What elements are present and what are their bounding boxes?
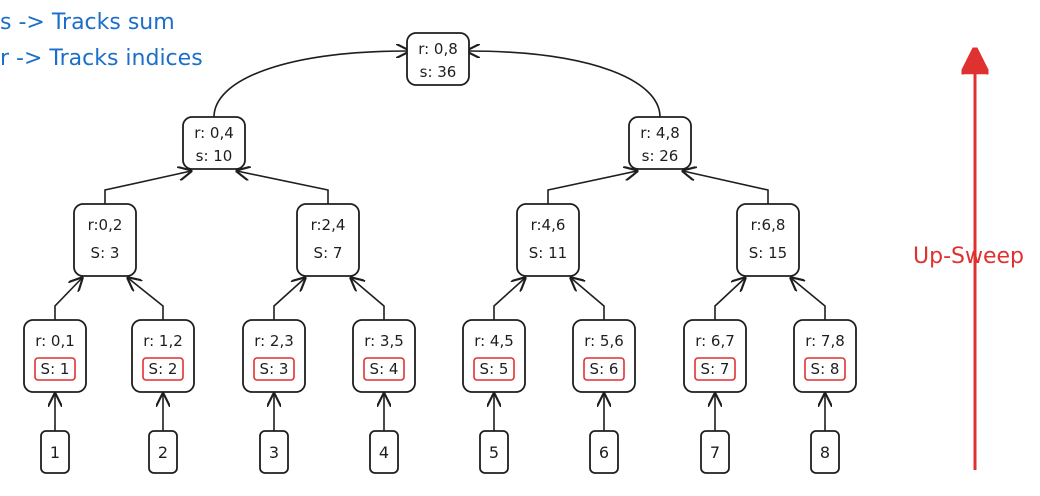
input-box: [479, 430, 509, 474]
edge-arrow: [683, 171, 769, 204]
input-box: [148, 430, 178, 474]
tree-node: [73, 203, 137, 277]
tree-node: [793, 319, 857, 393]
edge-arrow: [104, 171, 191, 204]
edge-arrow: [351, 278, 385, 320]
leaf-sum-highlight: [363, 357, 405, 381]
node-sum-label: S: 3: [260, 360, 289, 378]
edge-arrow: [547, 171, 637, 204]
edge-arrow: [791, 278, 826, 320]
node-range-label: r:6,8: [751, 216, 786, 234]
leaf-sum-highlight: [804, 357, 846, 381]
edge-arrow: [467, 51, 661, 118]
input-value: 8: [820, 443, 830, 462]
tree-node: [352, 319, 416, 393]
tree-node: [628, 116, 692, 170]
input-value: 3: [269, 443, 279, 462]
input-box: [700, 430, 730, 474]
tree-node: [242, 319, 306, 393]
edge-arrow: [273, 278, 305, 320]
edge-arrow: [128, 278, 164, 320]
input-box: [810, 430, 840, 474]
leaf-sum-highlight: [473, 357, 515, 381]
node-sum-label: S: 6: [590, 360, 619, 378]
edge-arrow: [571, 278, 605, 320]
tree-node: [406, 32, 470, 86]
node-sum-label: s: 36: [420, 63, 457, 81]
node-sum-label: S: 11: [529, 244, 567, 262]
node-range-label: r: 6,7: [695, 332, 735, 350]
node-range-label: r:4,6: [531, 216, 566, 234]
node-range-label: r:0,2: [88, 216, 123, 234]
edge-arrow: [54, 278, 82, 320]
input-box: [589, 430, 619, 474]
input-value: 7: [710, 443, 720, 462]
node-range-label: r: 3,5: [364, 332, 404, 350]
edge-arrow: [213, 51, 409, 118]
node-range-label: r: 5,6: [584, 332, 624, 350]
node-sum-label: S: 7: [701, 360, 730, 378]
edge-arrow: [237, 171, 329, 204]
leaf-sum-highlight: [694, 357, 736, 381]
leaf-sum-highlight: [583, 357, 625, 381]
node-range-label: r: 1,2: [143, 332, 183, 350]
node-sum-label: S: 15: [749, 244, 787, 262]
tree-node: [572, 319, 636, 393]
leaf-sum-highlight: [253, 357, 295, 381]
tree-node: [516, 203, 580, 277]
node-range-label: r: 0,1: [35, 332, 75, 350]
tree-node: [736, 203, 800, 277]
node-sum-label: S: 3: [91, 244, 120, 262]
input-value: 5: [489, 443, 499, 462]
input-value: 6: [599, 443, 609, 462]
tree-node: [23, 319, 87, 393]
tree-node: [462, 319, 526, 393]
node-range-label: r:2,4: [311, 216, 346, 234]
node-sum-label: S: 4: [370, 360, 399, 378]
tree-node: [683, 319, 747, 393]
node-sum-label: S: 2: [149, 360, 178, 378]
node-range-label: r: 2,3: [254, 332, 294, 350]
legend-sum: s -> Tracks sum: [0, 10, 175, 35]
node-range-label: r: 0,4: [194, 124, 234, 142]
node-sum-label: s: 10: [196, 147, 233, 165]
edge-arrow: [493, 278, 525, 320]
node-sum-label: S: 1: [41, 360, 70, 378]
leaf-sum-highlight: [34, 357, 76, 381]
tree-node: [296, 203, 360, 277]
node-range-label: r: 4,5: [474, 332, 514, 350]
tree-node: [131, 319, 195, 393]
input-value: 1: [50, 443, 60, 462]
input-box: [259, 430, 289, 474]
input-box: [40, 430, 70, 474]
node-range-label: r: 4,8: [640, 124, 680, 142]
edge-arrow: [714, 278, 745, 320]
input-value: 4: [379, 443, 389, 462]
node-sum-label: S: 7: [314, 244, 343, 262]
node-range-label: r: 7,8: [805, 332, 845, 350]
tree-node: [182, 116, 246, 170]
input-value: 2: [158, 443, 168, 462]
input-box: [369, 430, 399, 474]
node-sum-label: s: 26: [642, 147, 679, 165]
leaf-sum-highlight: [142, 357, 184, 381]
node-range-label: r: 0,8: [418, 40, 458, 58]
node-sum-label: S: 5: [480, 360, 509, 378]
legend-indices: r -> Tracks indices: [0, 46, 203, 71]
node-sum-label: S: 8: [811, 360, 840, 378]
up-sweep-label: Up-Sweep: [913, 244, 1024, 269]
